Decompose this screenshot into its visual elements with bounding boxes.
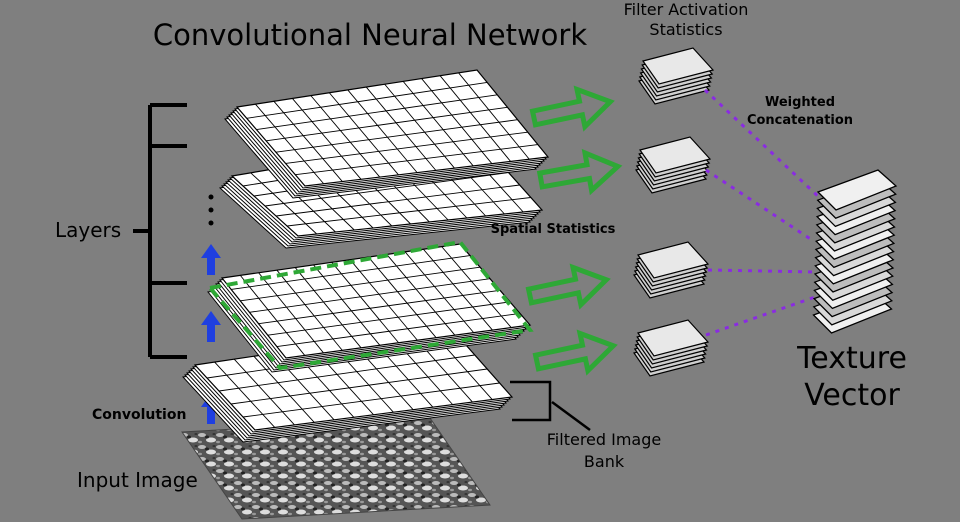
layers-bracket	[133, 103, 187, 359]
filtered-bank-label-1: Filtered Image	[547, 430, 661, 449]
input-image-label: Input Image	[77, 468, 198, 492]
highlight-outline	[206, 239, 534, 371]
arrow-up-icon	[201, 311, 221, 342]
ellipsis-dots	[208, 194, 214, 226]
texture-label-1: Texture	[796, 341, 907, 376]
filter-stats-label-1: Filter Activation	[624, 0, 749, 19]
filter-stats-stack-2	[635, 136, 712, 194]
layers-label: Layers	[55, 218, 121, 242]
texture-label-2: Vector	[804, 378, 900, 413]
filtered-bank-bracket	[510, 380, 591, 432]
arrow-up-icon	[201, 244, 221, 275]
filter-stats-stack-4	[633, 319, 710, 377]
texture-vector-stack	[812, 169, 898, 334]
title: Convolutional Neural Network	[153, 18, 587, 52]
arrow-right-icon	[536, 148, 623, 196]
arrow-right-icon	[529, 85, 615, 132]
weighted-label-1: Weighted	[765, 95, 835, 110]
texture-slice	[816, 169, 898, 211]
arrow-right-icon	[525, 263, 611, 310]
layer-stack-3	[207, 243, 532, 373]
arrow-right-icon	[532, 329, 618, 376]
small-stacks	[633, 47, 715, 377]
layer-stacks	[181, 69, 550, 443]
weighted-label-2: Concatenation	[747, 113, 853, 128]
filter-stats-stack-3	[633, 241, 710, 299]
convolution-label: Convolution	[92, 407, 186, 423]
filtered-bank-label-2: Bank	[584, 452, 625, 471]
spatial-statistics-label: Spatial Statistics	[491, 222, 616, 237]
filter-stats-stack-1	[638, 47, 715, 105]
layer-stack-4	[181, 326, 514, 443]
right-arrows	[525, 85, 623, 376]
layer-stack-1	[224, 69, 550, 199]
input-image	[181, 417, 491, 520]
connectors	[703, 88, 824, 337]
filter-stats-label-2: Statistics	[649, 20, 722, 39]
